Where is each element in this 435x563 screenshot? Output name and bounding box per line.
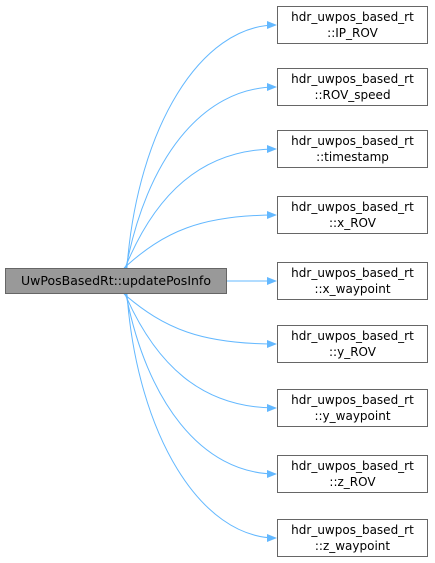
callee-node-z-rov[interactable]: hdr_uwpos_based_rt ::z_ROV — [277, 455, 428, 493]
callee-member-label: ::x_waypoint — [314, 282, 391, 296]
callee-class-label: hdr_uwpos_based_rt — [291, 266, 414, 280]
call-edge — [126, 293, 277, 542]
callee-class-label: hdr_uwpos_based_rt — [291, 10, 414, 24]
callee-node-x-waypoint[interactable]: hdr_uwpos_based_rt ::x_waypoint — [277, 262, 428, 300]
call-edge — [126, 21, 277, 269]
callee-class-label: hdr_uwpos_based_rt — [291, 329, 414, 343]
callee-class-label: hdr_uwpos_based_rt — [291, 523, 414, 537]
callee-class-label: hdr_uwpos_based_rt — [291, 200, 414, 214]
callee-node-timestamp[interactable]: hdr_uwpos_based_rt ::timestamp — [277, 130, 428, 168]
call-edge — [125, 83, 277, 269]
call-edge — [123, 293, 277, 348]
callee-class-label: hdr_uwpos_based_rt — [291, 459, 414, 473]
callee-member-label: ::IP_ROV — [327, 26, 378, 40]
call-edge — [125, 293, 277, 478]
callee-member-label: ::y_ROV — [329, 345, 376, 359]
callee-node-y-rov[interactable]: hdr_uwpos_based_rt ::y_ROV — [277, 325, 428, 363]
callee-node-y-waypoint[interactable]: hdr_uwpos_based_rt ::y_waypoint — [277, 389, 428, 427]
callee-class-label: hdr_uwpos_based_rt — [291, 134, 414, 148]
callee-member-label: ::x_ROV — [329, 216, 376, 230]
callee-member-label: ::ROV_speed — [314, 88, 391, 102]
callee-class-label: hdr_uwpos_based_rt — [291, 72, 414, 86]
root-function-node: UwPosBasedRt::updatePosInfo — [5, 268, 227, 294]
call-edge — [124, 293, 277, 412]
callee-node-ip-rov[interactable]: hdr_uwpos_based_rt ::IP_ROV — [277, 6, 428, 44]
callee-class-label: hdr_uwpos_based_rt — [291, 393, 414, 407]
callee-node-z-waypoint[interactable]: hdr_uwpos_based_rt ::z_waypoint — [277, 519, 428, 557]
callee-member-label: ::y_waypoint — [314, 409, 391, 423]
callee-node-x-rov[interactable]: hdr_uwpos_based_rt ::x_ROV — [277, 196, 428, 234]
callee-member-label: ::timestamp — [316, 150, 389, 164]
call-edge — [124, 145, 277, 269]
root-function-label: UwPosBasedRt::updatePosInfo — [21, 273, 211, 288]
callee-member-label: ::z_ROV — [329, 475, 376, 489]
callee-node-rov-speed[interactable]: hdr_uwpos_based_rt ::ROV_speed — [277, 68, 428, 106]
callee-member-label: ::z_waypoint — [314, 539, 391, 553]
call-edge — [123, 211, 277, 269]
